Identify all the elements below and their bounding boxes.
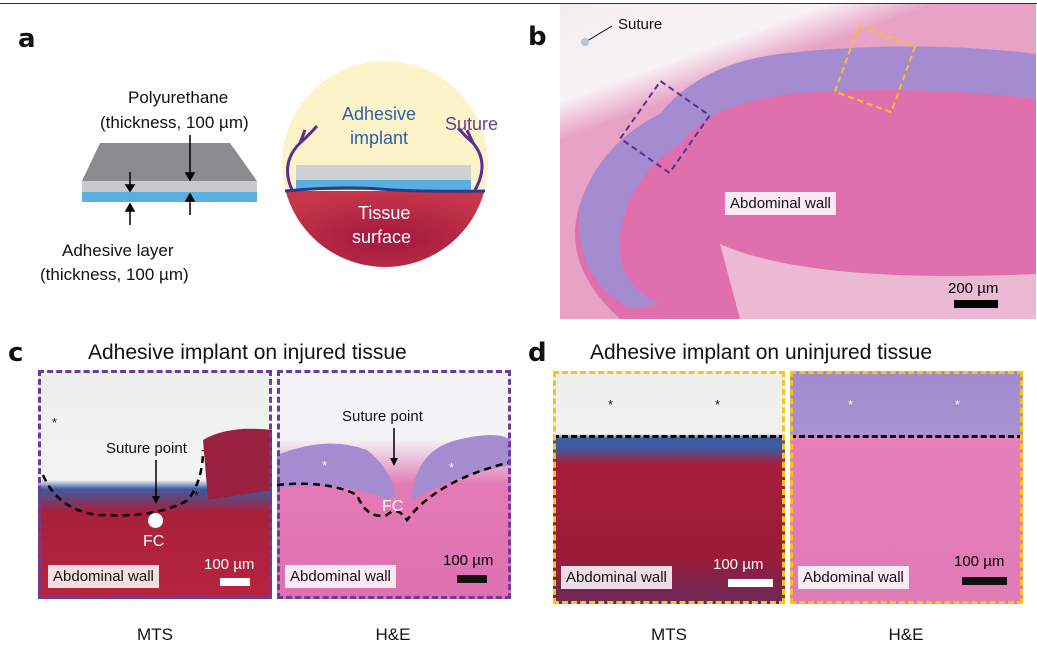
implant-marker: * (848, 397, 854, 412)
panel-b-label: b (528, 22, 547, 52)
adhesive-layer (82, 192, 257, 202)
adhesive-implant-label-1: Adhesive (342, 104, 417, 124)
fc-label: FC (143, 533, 165, 550)
scale-bar-label: 100 µm (443, 552, 494, 569)
suture-point-label: Suture point (106, 440, 187, 457)
interface-line (790, 435, 1023, 438)
top-rule (0, 3, 1037, 4)
tissue-label-1: Tissue (358, 203, 411, 223)
tissue-label-2: surface (352, 227, 412, 247)
scale-bar (728, 579, 773, 587)
suture-annotation: Suture (618, 16, 663, 33)
panel-d-label: d (528, 338, 547, 368)
abdominal-wall-tag: Abdominal wall (285, 565, 396, 588)
panel-d-mts-caption: MTS (651, 625, 687, 644)
panel-c-he-image: * * Suture point FC Abdominal wall 100 µ… (277, 370, 511, 599)
layer-diagram (82, 135, 257, 225)
panel-c-mts-image: * * Suture point FC Abdominal wall 100 µ… (38, 370, 272, 599)
implant-circle-diagram (282, 61, 488, 267)
implant-marker: * (52, 415, 58, 430)
adhesive-layer-label: Adhesive layer (62, 241, 174, 260)
polyurethane-thickness: (thickness, 100 µm) (100, 113, 249, 132)
panel-d-he-caption: H&E (888, 625, 924, 644)
scale-bar (962, 577, 1007, 585)
abdominal-wall-tag: Abdominal wall (561, 566, 672, 589)
suture-hole (148, 513, 163, 528)
implant-marker: * (608, 397, 614, 412)
implant-marker: * (322, 458, 328, 473)
scale-bar-label: 100 µm (713, 556, 764, 573)
panel-d-title: Adhesive implant on uninjured tissue (590, 341, 933, 364)
panel-c-title: Adhesive implant on injured tissue (88, 341, 407, 364)
abdominal-wall-tag: Abdominal wall (798, 566, 909, 589)
scale-bar-label: 100 µm (954, 553, 1005, 570)
suture-point-label: Suture point (342, 408, 423, 425)
polyurethane-side (82, 181, 257, 192)
panel-d-he-image: * * Abdominal wall 100 µm (790, 371, 1023, 604)
interface-line (553, 435, 785, 438)
implant-marker: * (955, 397, 961, 412)
polyurethane-top (82, 143, 257, 181)
scale-bar-label: 200 µm (948, 280, 999, 297)
fc-label: FC (382, 498, 404, 515)
implant-marker: * (194, 488, 200, 503)
scale-bar-label: 100 µm (204, 556, 255, 573)
panel-d-mts-image: * * Abdominal wall 100 µm (553, 371, 785, 604)
adhesive-layer-thickness: (thickness, 100 µm) (40, 265, 189, 284)
adhesive-implant-label-2: implant (350, 128, 409, 148)
abdominal-wall-tag: Abdominal wall (48, 565, 159, 588)
arrows (124, 135, 196, 225)
panel-c-mts-caption: MTS (137, 625, 173, 644)
implant-marker: * (715, 397, 721, 412)
polyurethane-label: Polyurethane (128, 88, 229, 107)
panel-a-label: a (18, 24, 36, 54)
abdominal-wall-tag: Abdominal wall (725, 192, 836, 215)
scale-bar (457, 575, 487, 583)
implant-marker: * (449, 460, 455, 475)
scale-bar (954, 300, 998, 308)
scale-bar (220, 578, 250, 586)
panel-c-label: c (8, 338, 24, 368)
panel-b-image: Suture Abdominal wall 200 µm (560, 4, 1036, 319)
suture-label: Suture (445, 114, 499, 134)
panel-c-he-caption: H&E (375, 625, 411, 644)
